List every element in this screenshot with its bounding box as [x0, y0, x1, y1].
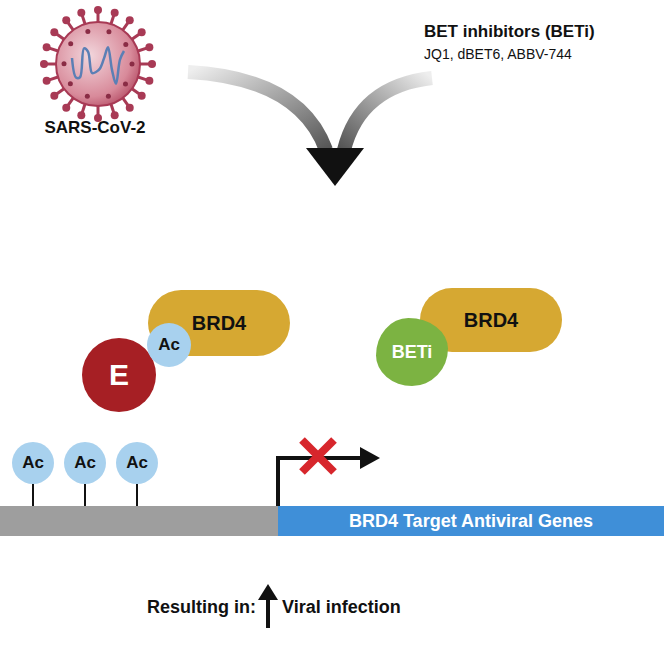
spike-tip: [145, 77, 153, 85]
node-text: E: [109, 358, 129, 392]
membrane-protein: [85, 29, 90, 34]
node-text: BRD4: [464, 309, 518, 332]
result-label: Viral infection: [282, 597, 482, 618]
membrane-protein: [123, 82, 128, 87]
spike-tip: [145, 43, 153, 51]
node-text: BETi: [392, 342, 433, 363]
spike-tip: [43, 77, 51, 85]
block-cross: [302, 440, 334, 472]
arrow-head: [360, 447, 380, 469]
transcription-start-arrow: [278, 458, 362, 506]
virus-envelope: [56, 22, 140, 106]
membrane-protein: [68, 81, 73, 86]
membrane-protein: [68, 41, 73, 46]
spike-tip: [138, 28, 146, 36]
spike-tip: [126, 16, 134, 24]
membrane-protein: [130, 62, 135, 67]
acetyl-stalk: [32, 484, 34, 506]
spike-tip: [77, 9, 85, 17]
converging-arrow: [344, 78, 432, 150]
result-label: Resulting in:: [60, 597, 256, 618]
acetyl-circle: Ac: [147, 323, 191, 367]
membrane-protein: [106, 94, 111, 99]
node-text: BRD4 Target Antiviral Genes: [349, 511, 593, 532]
converging-arrow: [188, 72, 326, 150]
spike-tip: [62, 16, 70, 24]
up-arrow: [266, 598, 270, 628]
spike-tip: [126, 104, 134, 112]
spike-tip: [94, 6, 102, 14]
acetyl-stalk: [136, 484, 138, 506]
node-text: Ac: [74, 453, 96, 473]
acetyl-stalk: [84, 484, 86, 506]
spike-tip: [50, 92, 58, 100]
node-text: Ac: [158, 335, 180, 355]
membrane-protein: [123, 42, 128, 47]
node-text: Ac: [22, 453, 44, 473]
membrane-protein: [85, 94, 90, 99]
arrow-head: [258, 584, 278, 600]
inhibitor-title: BET inhibitors (BETi): [424, 22, 660, 42]
virus-illustration: [40, 6, 156, 122]
virus-label: SARS-CoV-2: [20, 118, 170, 138]
dna-promoter-bar: [0, 506, 278, 536]
viral-rna: [72, 47, 124, 83]
spike-tip: [138, 92, 146, 100]
acetyl-circle: Ac: [116, 442, 158, 484]
node-text: BRD4: [192, 312, 246, 335]
acetyl-circle: Ac: [12, 442, 54, 484]
spike-tip: [148, 60, 156, 68]
acetyl-circle: Ac: [64, 442, 106, 484]
spike-tip: [111, 9, 119, 17]
inhibitor-list: JQ1, dBET6, ABBV-744: [424, 46, 660, 62]
inhibitor-blob: BETi: [376, 318, 448, 386]
arrow-head: [306, 148, 364, 186]
spike-tip: [40, 60, 48, 68]
spike-tip: [50, 28, 58, 36]
membrane-protein: [106, 29, 111, 34]
node-text: Ac: [126, 453, 148, 473]
membrane-protein: [62, 61, 67, 66]
spike-tip: [43, 43, 51, 51]
spike-tip: [62, 104, 70, 112]
gene-bar: BRD4 Target Antiviral Genes: [278, 506, 664, 536]
e-protein-circle: E: [82, 338, 156, 412]
